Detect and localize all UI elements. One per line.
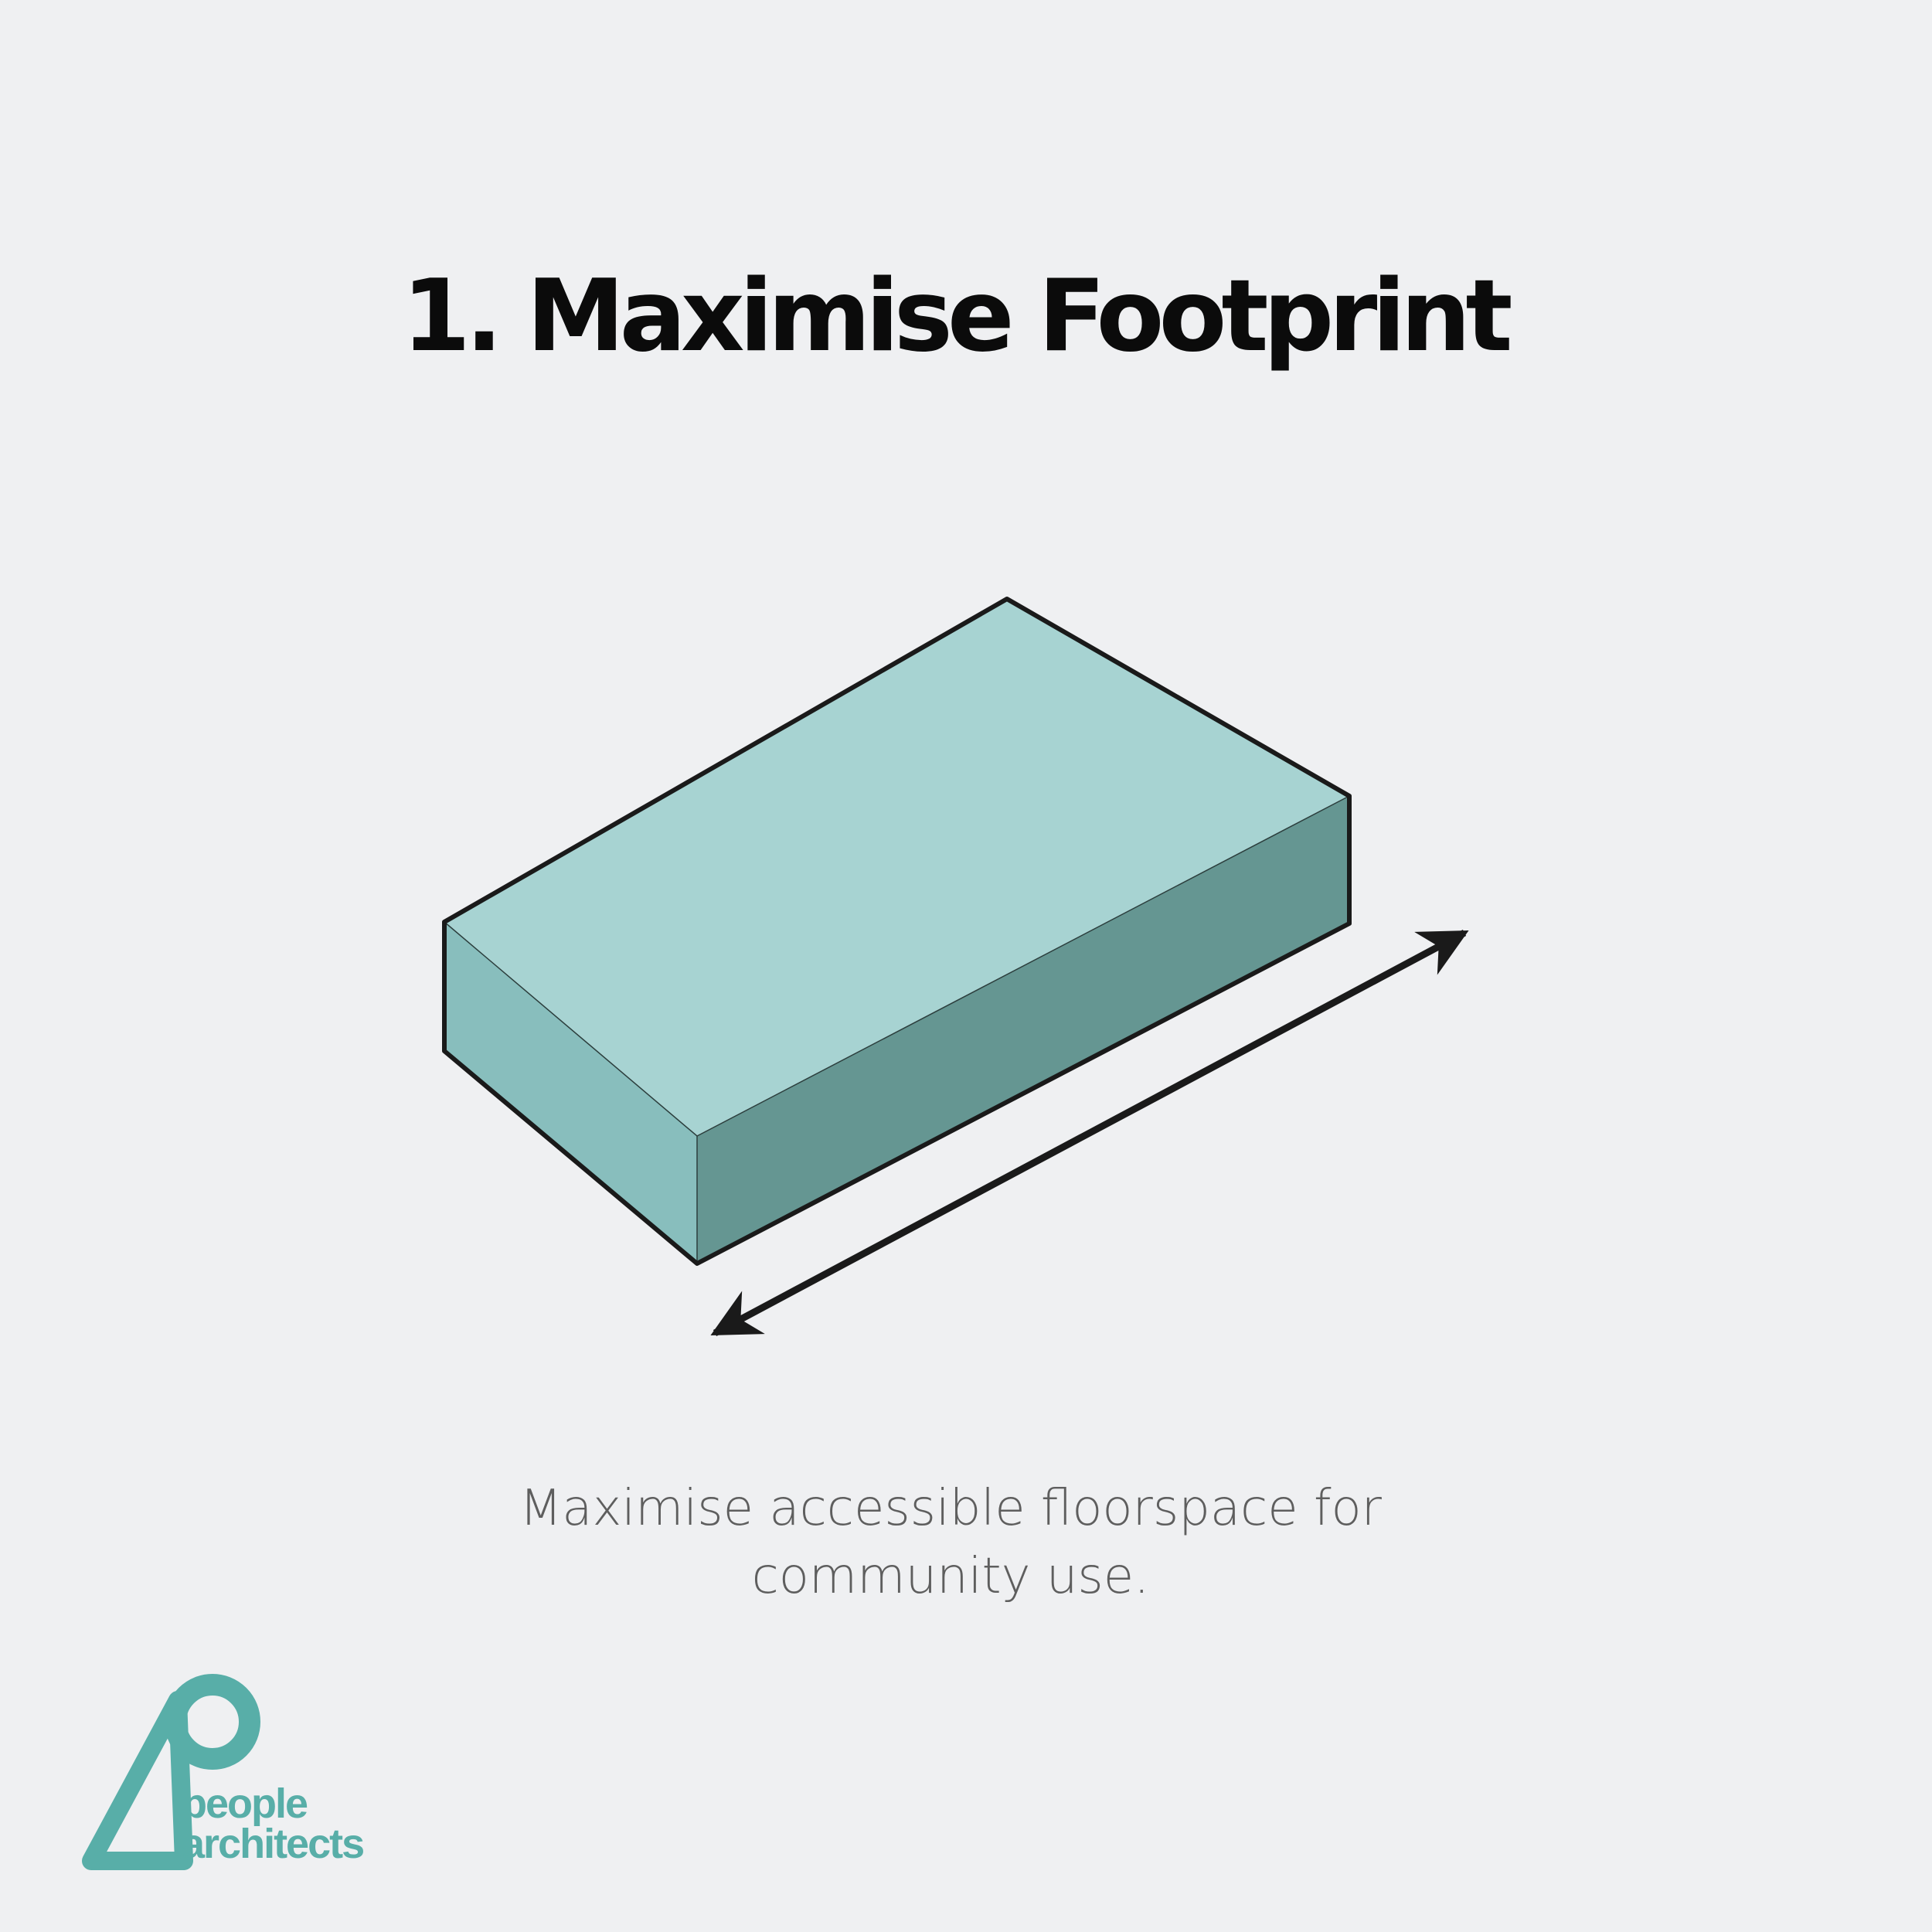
box-outline (442, 597, 1352, 1266)
caption-line-2: community use. (751, 1548, 1150, 1605)
box-top-face (444, 599, 1349, 1136)
people-architects-logo: people architects (77, 1669, 402, 1870)
logo-text-people: people (182, 1781, 308, 1827)
box-front-face (444, 922, 697, 1264)
caption-line-1: Maximise accessible floorspace for (519, 1480, 1382, 1537)
length-arrow (710, 930, 1469, 1336)
caption: Maximise accessible floorspace for commu… (464, 1475, 1437, 1611)
footprint-box (442, 597, 1352, 1266)
logo-text-architects: architects (182, 1821, 365, 1867)
logo-mark-icon (82, 1674, 260, 1870)
page-title: 1. Maximise Footprint (402, 259, 1512, 374)
